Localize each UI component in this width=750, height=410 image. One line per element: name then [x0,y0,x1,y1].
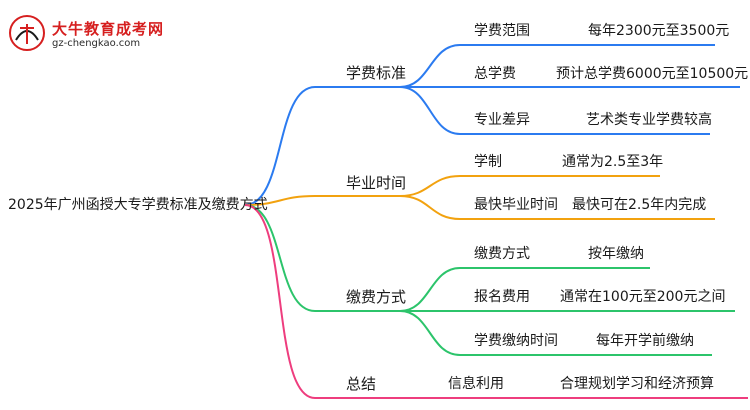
value-fastest-graduation: 最快可在2.5年内完成 [572,197,707,213]
value-major-difference: 艺术类专业学费较高 [586,112,712,128]
link-root-to-summary [244,204,748,399]
branch-summary: 总结 [346,375,377,393]
leaf-payment-time: 学费缴纳时间 [474,333,558,349]
branch-graduation-time: 毕业时间 [346,174,407,192]
leaf-info-use: 信息利用 [448,376,504,392]
brand-mark-icon [9,15,45,51]
value-payment-method: 按年缴纳 [588,246,644,262]
value-info-use: 合理规划学习和经济预算 [560,376,714,392]
brand-name: 大牛教育成考网 [52,20,165,38]
branch-tuition-standard: 学费标准 [346,64,407,82]
link-root-to-payment-method [244,204,400,312]
leaf-payment-method: 缴费方式 [474,246,530,262]
link-payment-time [399,310,712,356]
leaf-total-tuition: 总学费 [474,66,516,82]
branch-payment-method: 缴费方式 [346,288,407,306]
value-payment-time: 每年开学前缴纳 [596,333,694,349]
brand-url: gz-chengkao.com [52,38,141,49]
value-duration: 通常为2.5至3年 [562,154,664,170]
brand-logo[interactable]: 大牛教育成考网 gz-chengkao.com [8,14,168,54]
leaf-registration-fee: 报名费用 [474,289,530,305]
value-registration-fee: 通常在100元至200元之间 [560,289,726,305]
leaf-fastest-graduation: 最快毕业时间 [474,197,558,213]
link-root-to-tuition-standard [244,86,400,206]
link-duration [399,175,660,197]
link-payment-method [399,267,650,312]
leaf-tuition-range: 学费范围 [474,23,530,39]
leaf-major-difference: 专业差异 [474,112,530,128]
link-major-difference [399,86,710,135]
link-tuition-range [399,44,715,88]
leaf-duration: 学制 [474,154,502,170]
link-fastest-graduation [399,195,715,220]
link-root-to-graduation-time [244,195,400,206]
value-total-tuition: 预计总学费6000元至10500元 [556,66,749,82]
root-node: 2025年广州函授大专学费标准及缴费方式 [8,197,268,213]
value-tuition-range: 每年2300元至3500元 [588,23,730,39]
